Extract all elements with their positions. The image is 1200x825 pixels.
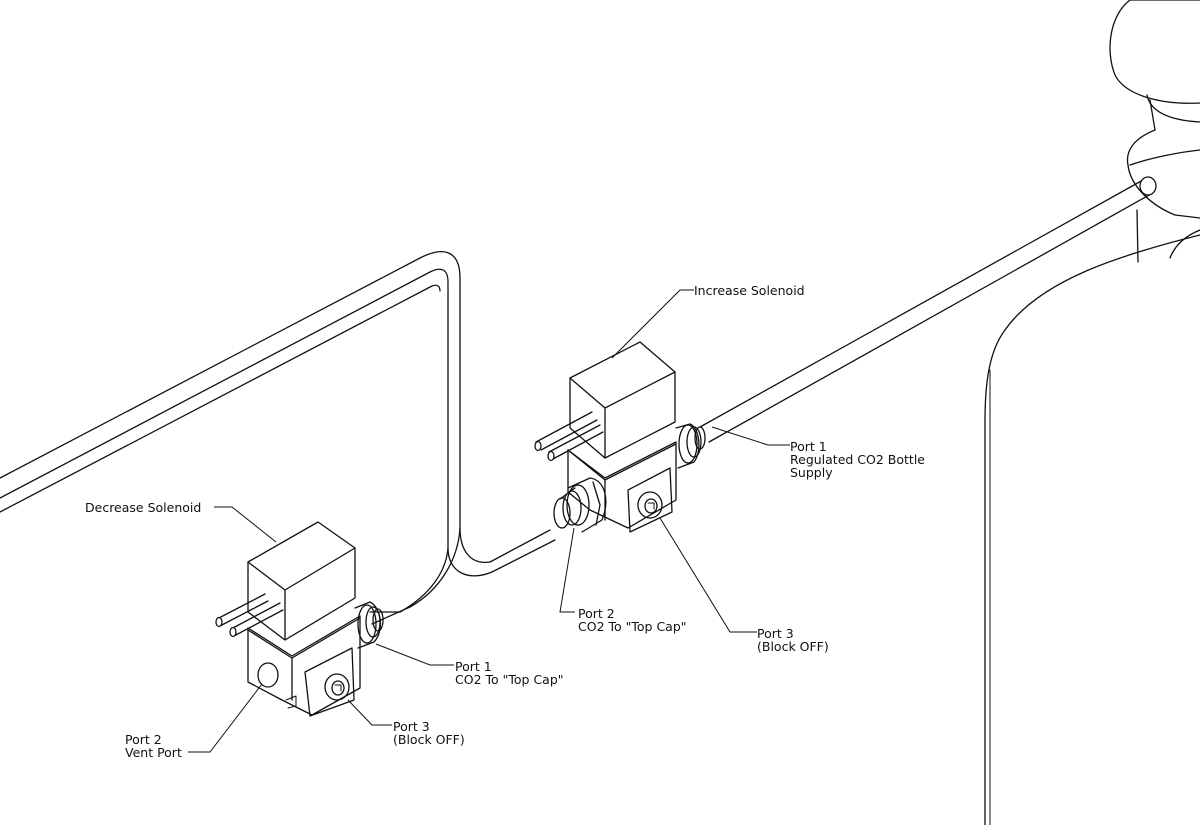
decrease-port3-line2: (Block OFF) (393, 732, 465, 747)
increase-solenoid-label: Increase Solenoid (694, 284, 805, 297)
top-cap-tube (0, 250, 556, 625)
decrease-port2-label: Port 2 Vent Port (125, 733, 182, 759)
leader-lines (188, 289, 790, 753)
decrease-port1-line2: CO2 To "Top Cap" (455, 672, 564, 687)
increase-port2-line2: CO2 To "Top Cap" (578, 619, 687, 634)
decrease-solenoid-text: Decrease Solenoid (85, 500, 202, 515)
increase-port3-label: Port 3 (Block OFF) (757, 627, 829, 653)
increase-solenoid (534, 341, 706, 533)
bottle-port1-line1: Port 1 (790, 439, 827, 454)
increase-port2-label: Port 2 CO2 To "Top Cap" (578, 607, 687, 633)
bottle-port1-line2: Regulated CO2 Bottle (790, 452, 925, 467)
decrease-port1-line1: Port 1 (455, 659, 492, 674)
decrease-port1-label: Port 1 CO2 To "Top Cap" (455, 660, 564, 686)
decrease-port2-line1: Port 2 (125, 732, 162, 747)
increase-port2-line1: Port 2 (578, 606, 615, 621)
increase-solenoid-text: Increase Solenoid (694, 283, 805, 298)
supply-tube (699, 176, 1157, 443)
decrease-solenoid-label: Decrease Solenoid (85, 501, 201, 514)
decrease-port2-line2: Vent Port (125, 745, 182, 760)
increase-port3-line2: (Block OFF) (757, 639, 829, 654)
decrease-port3-label: Port 3 (Block OFF) (393, 720, 465, 746)
decrease-port3-line1: Port 3 (393, 719, 430, 734)
co2-bottle (984, 0, 1200, 825)
bottle-port1-line3: Supply (790, 465, 833, 480)
increase-port3-line1: Port 3 (757, 626, 794, 641)
bottle-port1-label: Port 1 Regulated CO2 Bottle Supply (790, 440, 925, 479)
decrease-solenoid (215, 521, 384, 717)
